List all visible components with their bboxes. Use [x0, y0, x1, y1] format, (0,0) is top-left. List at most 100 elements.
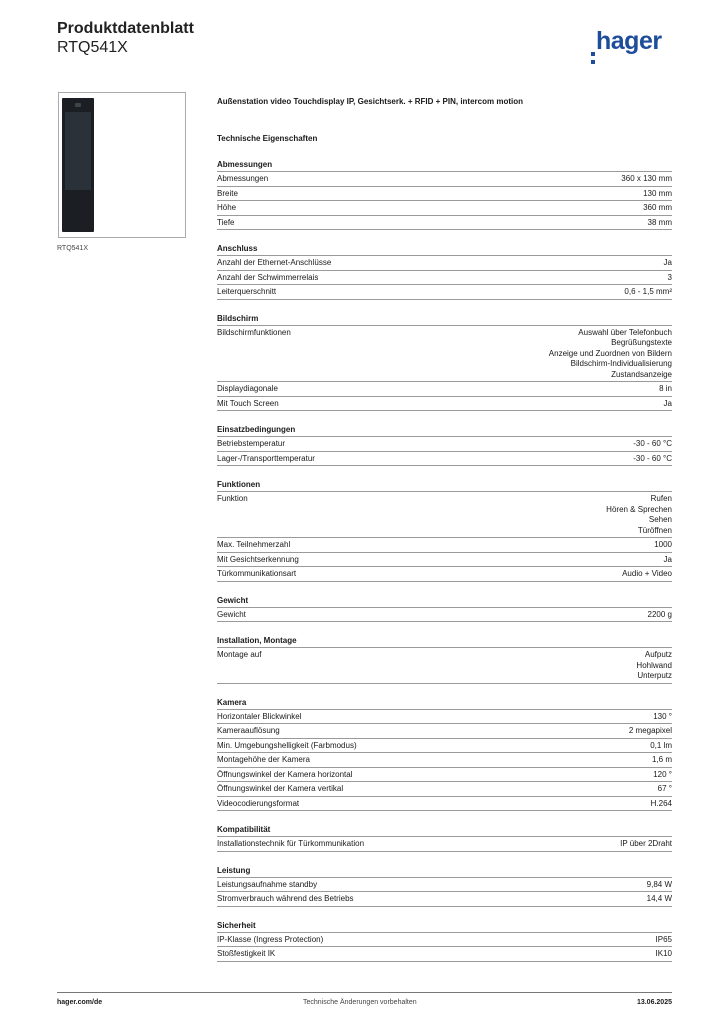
property-value: Ja [663, 258, 672, 267]
touch-display [65, 112, 91, 190]
property-label: Bildschirmfunktionen [217, 327, 291, 337]
property-label: Türkommunikationsart [217, 569, 297, 578]
property-value: 0,6 - 1,5 mm² [624, 287, 672, 296]
property-value: 130 mm [643, 188, 672, 198]
property-row: Displaydiagonale 8 in [217, 381, 672, 396]
property-label: Funktion [217, 494, 248, 503]
property-label: Öffnungswinkel der Kamera horizontal [217, 769, 353, 779]
property-label: Leiterquerschnitt [217, 287, 277, 296]
property-label: Anzahl der Schwimmerrelais [217, 272, 319, 282]
property-value: 1000 [654, 540, 672, 549]
section-title: Anschluss [217, 244, 258, 253]
property-row: Stoßfestigkeit IK IK10 [217, 946, 672, 962]
property-value: IP65 [655, 934, 672, 944]
property-value: IP über 2Draht [620, 839, 672, 848]
footer-disclaimer: Technische Änderungen vorbehalten [303, 999, 417, 1006]
property-row: Max. Teilnehmerzahl 1000 [217, 537, 672, 552]
section-title: Abmessungen [217, 160, 273, 169]
product-image [58, 92, 186, 238]
property-label: IP-Klasse (Ingress Protection) [217, 934, 324, 944]
property-label: Öffnungswinkel der Kamera vertikal [217, 784, 344, 793]
properties-content: Außenstation video Touchdisplay IP, Gesi… [217, 96, 672, 975]
property-value: 0,1 lm [650, 740, 672, 750]
properties-heading: Technische Eigenschaften [217, 134, 318, 143]
property-value: Auswahl über Telefonbuch Begrüßungstexte… [548, 327, 672, 379]
property-label: Max. Teilnehmerzahl [217, 540, 291, 549]
property-value: 8 in [659, 384, 672, 393]
property-row: Lager-/Transporttemperatur -30 - 60 °C [217, 450, 672, 466]
footer: hager.com/de Technische Änderungen vorbe… [57, 992, 672, 1006]
property-label: Mit Gesichtserkennung [217, 554, 299, 564]
property-row: Betriebstemperatur-30 - 60 °C [217, 436, 672, 451]
section-title: Gewicht [217, 595, 249, 605]
property-value: Ja [663, 554, 672, 564]
property-label: Stoßfestigkeit IK [217, 949, 276, 958]
section-title: Sicherheit [217, 920, 256, 930]
property-value: Aufputz Hohlwand Unterputz [636, 650, 672, 680]
property-value: Rufen Hören & Sprechen Sehen Türöffnen [606, 494, 672, 535]
property-label: Montage auf [217, 650, 262, 659]
property-label: Min. Umgebungshelligkeit (Farbmodus) [217, 740, 357, 750]
product-code: RTQ541X [57, 39, 128, 56]
property-row: Anzahl der Ethernet-Anschlüsse Ja [217, 255, 672, 270]
section-title: Einsatzbedingungen [217, 425, 296, 434]
property-value: 14,4 W [646, 894, 672, 903]
property-value: 3 [667, 272, 672, 282]
property-label: Betriebstemperatur [217, 439, 286, 448]
property-value: 360 x 130 mm [621, 174, 672, 183]
property-value: 38 mm [647, 217, 672, 227]
property-label: Videocodierungsformat [217, 798, 300, 808]
section-title: Leistung [217, 865, 251, 875]
property-row: Montage auf Aufputz Hohlwand Unterputz [217, 647, 672, 684]
hager-logo[interactable]: hager [591, 27, 662, 64]
property-row: IP-Klasse (Ingress Protection) IP65 [217, 931, 672, 947]
property-label: Installationstechnik für Türkommunikatio… [217, 839, 365, 848]
property-label: Mit Touch Screen [217, 398, 279, 408]
property-value: 130 ° [653, 711, 672, 721]
image-caption: RTQ541X [57, 245, 88, 252]
property-value: 1,6 m [651, 755, 672, 764]
property-label: Lager-/Transporttemperatur [217, 453, 315, 463]
property-row: Min. Umgebungshelligkeit (Farbmodus) 0,1 … [217, 737, 672, 753]
property-row: Tiefe 38 mm [217, 214, 672, 230]
property-label: Tiefe [217, 217, 235, 227]
footer-date: 13.06.2025 [636, 999, 672, 1006]
property-row: Bildschirmfunktionen Auswahl über Telefon… [217, 324, 672, 382]
product-description: Außenstation video Touchdisplay IP, Gesi… [217, 97, 523, 106]
property-row: Funktion Rufen Hören & Sprechen Sehen Tür… [217, 491, 672, 537]
property-value: 2 megapixel [628, 726, 672, 735]
section-title: Funktionen [217, 480, 261, 489]
property-label: Anzahl der Ethernet-Anschlüsse [217, 258, 332, 267]
property-row: Montagehöhe der Kamera 1,6 m [217, 752, 672, 767]
section-title: Bildschirm [217, 313, 259, 323]
door-station-device [62, 98, 94, 232]
property-row: Horizontaler Blickwinkel 130 ° [217, 708, 672, 724]
property-value: 120 ° [653, 769, 672, 779]
property-value: IK10 [655, 949, 672, 958]
footer-website-link[interactable]: hager.com/de [57, 999, 103, 1006]
property-label: Montagehöhe der Kamera [217, 755, 310, 764]
property-label: Horizontaler Blickwinkel [217, 711, 302, 721]
property-value: 67 ° [657, 784, 672, 793]
property-label: Leistungsaufnahme standby [217, 879, 318, 889]
property-row: Öffnungswinkel der Kamera horizontal 120 … [217, 766, 672, 782]
property-label: Höhe [217, 203, 237, 212]
property-label: Displaydiagonale [217, 384, 278, 393]
property-value: -30 - 60 °C [633, 453, 672, 463]
